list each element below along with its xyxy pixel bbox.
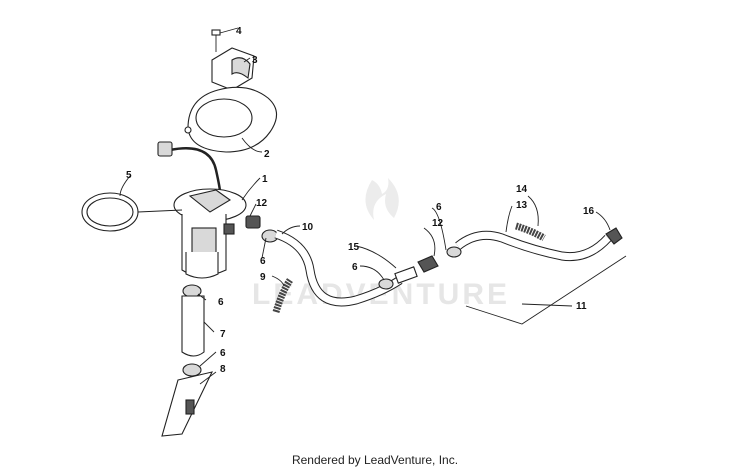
part-gasket (184, 86, 278, 153)
fuel-hose-inner (274, 230, 402, 306)
callout-16: 16 (583, 206, 595, 217)
part-fuel-pump (157, 141, 247, 279)
part-check-valve (394, 266, 418, 284)
part-fitting-pump (245, 215, 279, 243)
bracket-lines (465, 255, 627, 325)
elbow-body (605, 227, 623, 245)
pump-filter (185, 252, 219, 279)
item-11-bracket (465, 255, 627, 325)
callout-15: 15 (348, 242, 360, 253)
callout-11: 11 (576, 301, 587, 312)
bracket-clip (231, 57, 251, 80)
callout-10: 10 (302, 222, 314, 233)
callout-6-filter: 6 (220, 348, 226, 359)
pump-outlet (223, 223, 235, 235)
footer-credit: Rendered by LeadVenture, Inc. (291, 453, 459, 467)
part-fitting-mid (417, 255, 439, 273)
part-clamp-pump (182, 284, 202, 298)
valve-body (394, 266, 418, 284)
callout-13: 13 (516, 200, 528, 211)
callout-12-pump: 12 (256, 198, 268, 209)
part-return-hose (455, 230, 612, 262)
pickup-hose-body (181, 295, 205, 357)
watermark-flame-icon (365, 178, 399, 220)
pump-motor (191, 227, 217, 255)
callout-4: 4 (236, 26, 242, 37)
part-sleeve (515, 222, 546, 242)
part-clamp-filter (182, 363, 202, 377)
callout-9: 9 (260, 272, 266, 283)
return-hose-inner (455, 231, 611, 261)
pump-wire-harness (169, 147, 222, 193)
pump-connector (157, 141, 173, 157)
o-ring-inner (86, 197, 134, 227)
gasket-inner (195, 98, 253, 138)
part-strainer (161, 371, 213, 437)
callout-6-clamp: 6 (218, 297, 224, 308)
callout-14: 14 (516, 184, 528, 195)
part-clamp-line (378, 278, 394, 290)
callout-5: 5 (126, 170, 132, 181)
part-fuel-hose (274, 229, 403, 307)
callout-6-pump: 6 (260, 256, 266, 267)
part-bolt (211, 29, 221, 52)
callout-3: 3 (252, 55, 258, 66)
callout-6-line: 6 (352, 262, 358, 273)
callout-7: 7 (220, 329, 226, 340)
strainer-fitting (185, 399, 195, 415)
vent-hose-body (272, 278, 293, 314)
pump-top-fitting (188, 189, 232, 213)
part-o-ring (81, 192, 139, 232)
clamp-ring (182, 363, 202, 377)
clamp-ring (378, 278, 394, 290)
bolt-head (211, 29, 221, 36)
part-bracket (211, 47, 255, 91)
part-clamp-right (446, 246, 462, 258)
callout-12-mid: 12 (432, 218, 444, 229)
callout-1: 1 (262, 174, 268, 185)
callout-6-right: 6 (436, 202, 442, 213)
clamp-ring (182, 284, 202, 298)
callout-2: 2 (264, 149, 270, 160)
callouts: 4 3 2 5 1 12 6 6 7 6 8 9 10 15 6 6 12 14… (126, 26, 595, 375)
clamp-ring (446, 246, 462, 258)
part-pickup-hose (181, 295, 205, 357)
gasket-hole (184, 126, 192, 134)
leader-lines (119, 27, 611, 385)
fitting-body (245, 215, 261, 229)
part-vent-hose-short (272, 278, 293, 314)
fitting-mid-body (417, 255, 439, 273)
sleeve-body (515, 222, 546, 242)
callout-8: 8 (220, 364, 226, 375)
part-elbow-connector (605, 227, 623, 245)
